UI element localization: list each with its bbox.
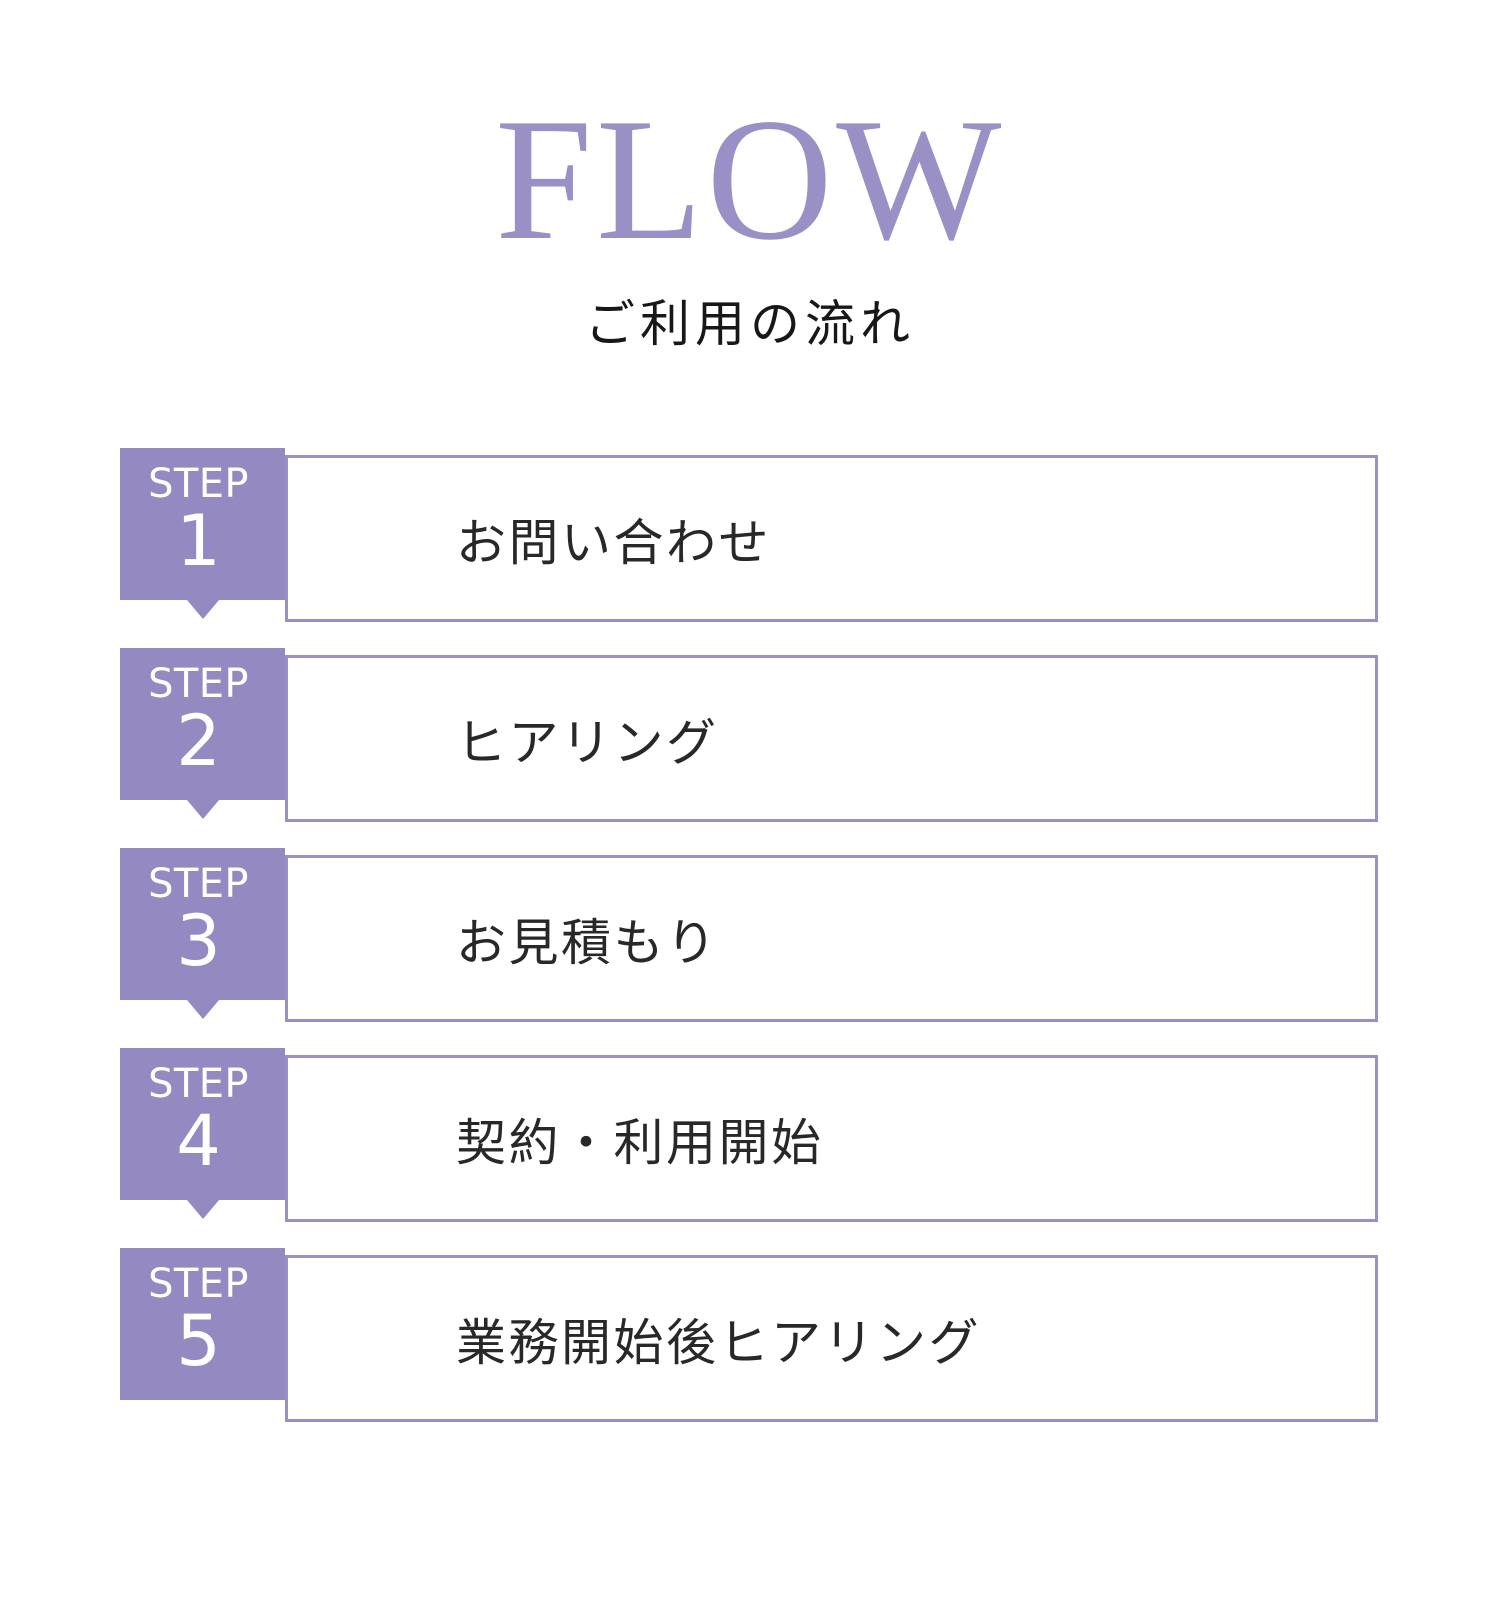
- step-badge-2: STEP 2: [120, 648, 285, 800]
- step-word-3: STEP: [148, 861, 249, 907]
- arrow-down-icon: [187, 1000, 219, 1019]
- step-label-4: 契約・利用開始: [456, 1113, 824, 1172]
- arrow-down-icon: [187, 800, 219, 819]
- step-number-5: 5: [176, 1300, 221, 1382]
- flow-step-5: 業務開始後ヒアリング STEP 5: [120, 1248, 1378, 1422]
- step-panel-2: ヒアリング: [285, 655, 1378, 822]
- step-label-3: お見積もり: [456, 913, 719, 972]
- page-title: FLOW: [495, 82, 1005, 276]
- step-label-1: お問い合わせ: [456, 513, 771, 572]
- step-badge-5: STEP 5: [120, 1248, 285, 1400]
- step-label-5: 業務開始後ヒアリング: [456, 1313, 981, 1372]
- step-badge-1: STEP 1: [120, 448, 285, 600]
- step-number-4: 4: [176, 1100, 221, 1182]
- step-badge-4: STEP 4: [120, 1048, 285, 1200]
- flow-step-2: ヒアリング STEP 2: [120, 648, 1378, 822]
- flow-step-3: お見積もり STEP 3: [120, 848, 1378, 1022]
- step-number-2: 2: [176, 700, 221, 782]
- step-number-3: 3: [176, 900, 221, 982]
- step-word-4: STEP: [148, 1061, 249, 1107]
- step-label-2: ヒアリング: [456, 713, 719, 772]
- flow-step-4: 契約・利用開始 STEP 4: [120, 1048, 1378, 1222]
- step-word-2: STEP: [148, 661, 249, 707]
- page-header: FLOW ご利用の流れ: [0, 0, 1500, 352]
- step-panel-4: 契約・利用開始: [285, 1055, 1378, 1222]
- step-panel-5: 業務開始後ヒアリング: [285, 1255, 1378, 1422]
- step-panel-1: お問い合わせ: [285, 455, 1378, 622]
- step-panel-3: お見積もり: [285, 855, 1378, 1022]
- step-badge-3: STEP 3: [120, 848, 285, 1000]
- flow-step-list: お問い合わせ STEP 1 ヒアリング STEP 2 お見積もり STEP 3 …: [120, 448, 1378, 1422]
- page-subtitle: ご利用の流れ: [585, 296, 915, 352]
- arrow-down-icon: [187, 600, 219, 619]
- step-number-1: 1: [176, 500, 221, 582]
- step-word-1: STEP: [148, 461, 249, 507]
- step-word-5: STEP: [148, 1261, 249, 1307]
- arrow-down-icon: [187, 1200, 219, 1219]
- flow-step-1: お問い合わせ STEP 1: [120, 448, 1378, 622]
